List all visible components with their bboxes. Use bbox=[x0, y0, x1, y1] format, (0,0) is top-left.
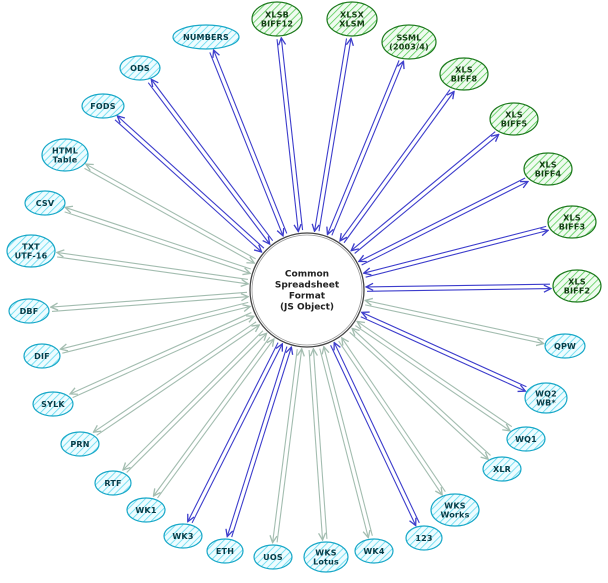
edge-wks-lotus bbox=[308, 350, 328, 539]
node-wk4: WK4 bbox=[354, 538, 394, 564]
edge-prn bbox=[94, 321, 258, 436]
edge-wq2 bbox=[361, 313, 527, 391]
node-eth: ETH bbox=[206, 538, 244, 564]
node-fods: FODS bbox=[81, 93, 125, 119]
node-label-wk3: WK3 bbox=[172, 532, 193, 541]
edge-one23 bbox=[330, 343, 420, 524]
edge-xlr bbox=[349, 329, 491, 459]
edge-xls-biff3 bbox=[365, 225, 548, 278]
edge-wks-works bbox=[338, 339, 446, 495]
edge-sylk bbox=[71, 312, 253, 399]
edge-ssml bbox=[328, 60, 403, 235]
node-label-csv: CSV bbox=[36, 199, 55, 208]
node-ssml: SSML(2003/4) bbox=[381, 24, 437, 60]
node-one23: 123 bbox=[405, 525, 443, 551]
edge-uos bbox=[273, 349, 302, 542]
edge-xls-biff8 bbox=[340, 89, 453, 244]
node-label-wk1: WK1 bbox=[135, 506, 156, 515]
node-wq1: WQ1 bbox=[506, 426, 546, 452]
node-label-fods: FODS bbox=[90, 102, 116, 111]
edge-ods bbox=[147, 80, 274, 243]
node-sylk: SYLK bbox=[32, 391, 74, 417]
edge-dbf bbox=[52, 291, 248, 313]
edge-wk4 bbox=[319, 348, 373, 537]
node-label-sylk: SYLK bbox=[41, 400, 65, 409]
node-label-eth: ETH bbox=[216, 547, 234, 556]
node-label-ods: ODS bbox=[130, 64, 150, 73]
edge-xlsb bbox=[276, 39, 304, 231]
node-numbers: NUMBERS bbox=[172, 24, 240, 50]
node-ods: ODS bbox=[119, 55, 161, 81]
edge-txt-utf16 bbox=[57, 253, 248, 284]
edge-dif bbox=[61, 301, 249, 354]
node-label-numbers: NUMBERS bbox=[183, 33, 229, 42]
node-label-dif: DIF bbox=[34, 352, 50, 361]
node-qpw: QPW bbox=[544, 333, 586, 359]
edge-wq1 bbox=[355, 322, 513, 430]
node-csv: CSV bbox=[24, 190, 66, 216]
edge-wk1 bbox=[154, 336, 273, 499]
edge-xls-biff4 bbox=[360, 177, 528, 266]
node-label-dbf: DBF bbox=[20, 307, 39, 316]
edge-xls-biff2 bbox=[367, 284, 550, 291]
edge-rtf bbox=[124, 330, 266, 473]
edge-qpw bbox=[365, 301, 544, 344]
edge-numbers bbox=[209, 51, 288, 235]
edge-xlsx bbox=[315, 38, 351, 231]
node-label-ssml: SSML(2003/4) bbox=[389, 34, 429, 52]
node-uos: UOS bbox=[253, 544, 293, 570]
node-dbf: DBF bbox=[8, 298, 50, 324]
node-rtf: RTF bbox=[94, 470, 132, 496]
node-wk1: WK1 bbox=[126, 497, 166, 523]
edge-csv bbox=[65, 208, 251, 274]
node-label-qpw: QPW bbox=[554, 342, 576, 351]
node-prn: PRN bbox=[60, 431, 100, 457]
edge-eth bbox=[227, 347, 291, 537]
node-label-prn: PRN bbox=[70, 440, 89, 449]
node-label-wq1: WQ1 bbox=[515, 435, 537, 444]
node-xlr: XLR bbox=[482, 456, 522, 482]
node-label-xlr: XLR bbox=[493, 465, 511, 474]
edge-wk3 bbox=[188, 342, 282, 524]
node-label-uos: UOS bbox=[263, 553, 283, 562]
node-wk3: WK3 bbox=[163, 523, 203, 549]
node-label-one23: 123 bbox=[415, 534, 432, 543]
node-label-wk4: WK4 bbox=[363, 547, 384, 556]
edge-fods bbox=[114, 117, 265, 252]
edge-html-table bbox=[84, 165, 256, 263]
node-dif: DIF bbox=[23, 343, 61, 369]
node-label-rtf: RTF bbox=[104, 479, 121, 488]
edge-xls-biff5 bbox=[352, 131, 498, 254]
